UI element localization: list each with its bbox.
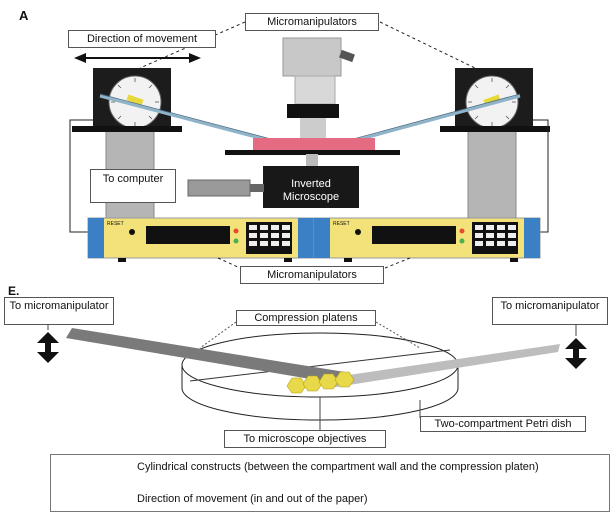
controller-left-reset: RESET (107, 221, 124, 227)
microscope-knob (339, 49, 355, 63)
label-micromanipulators-bottom: Micromanipulators (240, 266, 384, 284)
legend-direction-text: Direction of movement (in and out of the… (137, 493, 368, 505)
wire (69, 119, 93, 233)
controller-led (233, 238, 239, 244)
callout-line (199, 321, 237, 349)
label-compression-platens: Compression platens (236, 310, 376, 326)
arrow-head (189, 53, 201, 63)
controller-left-cap (298, 218, 314, 258)
controller-right-reset: RESET (333, 221, 350, 227)
controller-right-cap (524, 218, 540, 258)
microscope-head (287, 104, 339, 118)
label-two-compartment-petri-dish: Two-compartment Petri dish (420, 416, 586, 432)
label-to-microscope-objectives: To microscope objectives (224, 430, 386, 448)
computer-plug-end (250, 184, 264, 192)
controller-foot (344, 258, 352, 262)
stage-bar (225, 150, 400, 155)
label-to-computer: To computer (90, 169, 176, 203)
controller-right-cap (314, 218, 330, 258)
microscope-column (294, 75, 336, 105)
controller-led (459, 228, 465, 234)
controller-left-cap (88, 218, 104, 258)
computer-plug (187, 179, 251, 197)
controller-foot (284, 258, 292, 262)
callout-line (375, 321, 421, 349)
panel-a-tag: A (19, 8, 29, 23)
callout-line (379, 21, 476, 69)
arrow-head (74, 53, 86, 63)
pink-stage (253, 138, 375, 150)
legend-constructs-text: Cylindrical constructs (between the comp… (137, 461, 539, 473)
left-base-bar (72, 126, 182, 132)
label-right-to-micromanipulator: To micromanipulator (492, 297, 608, 325)
callout-line (384, 257, 411, 269)
right-base-bar (440, 126, 550, 132)
panel-e-tag: E. (8, 284, 20, 298)
left-vertical-arrow (37, 332, 59, 363)
microscope-column (282, 37, 342, 77)
label-direction-of-movement: Direction of movement (68, 30, 216, 48)
right-platen-arm (328, 344, 560, 388)
inverted-microscope-body (263, 166, 359, 208)
wire (533, 119, 549, 233)
legend-box: Cylindrical constructs (between the comp… (50, 454, 610, 512)
controller-knob (355, 229, 361, 235)
controller-left-display (146, 226, 230, 244)
callout-line (139, 21, 246, 69)
left-platen-arm (66, 328, 345, 384)
label-inverted-microscope: Inverted Microscope (282, 178, 340, 203)
objective (306, 154, 318, 168)
petri-divider (189, 349, 451, 382)
microscope-column (300, 118, 326, 138)
controller-knob (129, 229, 135, 235)
constructs (286, 371, 355, 394)
controller-led (233, 228, 239, 234)
controller-right-display (372, 226, 456, 244)
controller-led (459, 238, 465, 244)
controller-foot (510, 258, 518, 262)
right-tower-pillar (467, 129, 517, 226)
label-micromanipulators-top: Micromanipulators (245, 13, 379, 31)
label-left-to-micromanipulator: To micromanipulator (4, 297, 114, 325)
left-dial-marker (126, 94, 144, 106)
controller-foot (118, 258, 126, 262)
callout-line (217, 257, 241, 269)
right-vertical-arrow (565, 338, 587, 369)
